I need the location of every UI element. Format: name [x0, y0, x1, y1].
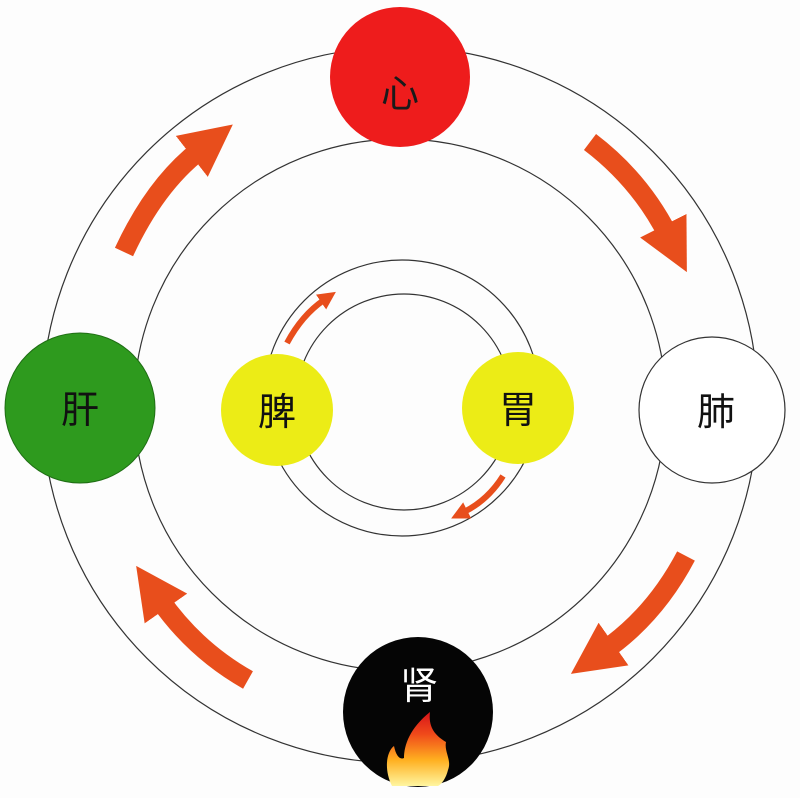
kidney-label: 肾: [400, 664, 438, 708]
heart-label: 心: [381, 72, 419, 116]
fire-icon: [386, 712, 450, 786]
stomach-circle: [462, 352, 574, 464]
arrow-lung-to-kidney: [570, 551, 695, 674]
arrow-spleen-up: [284, 291, 336, 345]
node-stomach: 胃: [462, 352, 574, 464]
spleen-circle: [221, 354, 333, 466]
cycle-arrows: [114, 124, 695, 689]
arrow-stomach-down: [451, 474, 506, 519]
liver-circle: [4, 332, 156, 484]
arrow-kidney-to-liver: [136, 565, 253, 689]
stomach-label: 胃: [499, 388, 537, 432]
arrow-heart-to-lung: [583, 134, 687, 273]
middle-ring: [133, 138, 667, 672]
spleen-label: 脾: [258, 390, 296, 434]
lung-label: 肺: [697, 390, 735, 434]
node-spleen: 脾: [221, 354, 333, 466]
kidney-circle: [343, 637, 493, 787]
lung-circle: [638, 336, 786, 484]
liver-label: 肝: [61, 388, 99, 432]
node-lung: 肺: [638, 336, 786, 484]
heart-circle: [330, 7, 470, 147]
node-kidney: 肾: [343, 637, 493, 787]
node-heart: 心: [330, 7, 470, 147]
node-liver: 肝: [4, 332, 156, 484]
arrow-liver-to-heart: [114, 124, 233, 257]
